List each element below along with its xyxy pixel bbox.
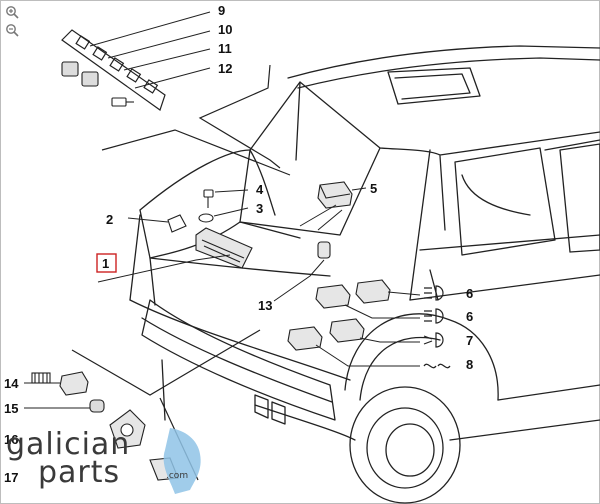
part-screw (111, 97, 134, 107)
lamp-symbols (423, 285, 451, 369)
svg-text:1: 1 (102, 256, 109, 271)
part-15-grommet (89, 399, 105, 413)
callout-11: 11 (218, 41, 232, 56)
svg-text:2: 2 (106, 212, 113, 227)
fuse-strip (61, 29, 166, 111)
callout-17: 17 (4, 470, 18, 485)
svg-text:6: 6 (466, 309, 473, 324)
part-fuse-small (61, 61, 99, 87)
van-body (129, 45, 600, 441)
svg-text:17: 17 (4, 470, 18, 485)
watermark-map-shape (163, 428, 201, 494)
front-wheel (349, 386, 461, 504)
callout-5: 5 (370, 181, 377, 196)
part-4-bolt (203, 189, 214, 208)
svg-text:16: 16 (4, 432, 18, 447)
part-13-sensor (317, 241, 331, 259)
leader-lines (24, 11, 421, 409)
callout-2: 2 (106, 212, 113, 227)
callout-14: 14 (4, 376, 19, 391)
svg-text:11: 11 (218, 41, 232, 56)
callout-12: 12 (218, 61, 232, 76)
svg-text:4: 4 (256, 182, 264, 197)
callout-16: 16 (4, 432, 18, 447)
svg-text:14: 14 (4, 376, 19, 391)
relays-6-7-8 (287, 279, 391, 351)
svg-text:12: 12 (218, 61, 232, 76)
svg-text:9: 9 (218, 3, 225, 18)
part-1-relay-board (195, 227, 253, 269)
callout-1-highlighted[interactable]: 1 (96, 253, 117, 273)
callout-6a: 6 (466, 286, 473, 301)
svg-text:15: 15 (4, 401, 18, 416)
part-5-relay (317, 181, 353, 209)
svg-text:3: 3 (256, 201, 263, 216)
watermark-suffix: .com (166, 471, 188, 481)
zoom-out-button[interactable] (4, 22, 20, 38)
zoom-in-icon (6, 6, 19, 19)
highlight-box (96, 253, 117, 273)
part-16-bracket (109, 409, 146, 449)
svg-text:7: 7 (466, 333, 473, 348)
callout-6b: 6 (466, 309, 473, 324)
svg-text:6: 6 (466, 286, 473, 301)
zoom-in-button[interactable] (4, 4, 20, 20)
part-14-relay (31, 371, 89, 396)
callout-8: 8 (466, 357, 473, 372)
callout-4: 4 (256, 182, 264, 197)
svg-text:8: 8 (466, 357, 473, 372)
svg-text:13: 13 (258, 298, 272, 313)
svg-text:5: 5 (370, 181, 377, 196)
callout-9: 9 (218, 3, 225, 18)
watermark-line2: parts (38, 455, 120, 490)
callout-10: 10 (218, 22, 232, 37)
zoom-out-icon (6, 24, 19, 37)
part-2-clip (167, 214, 187, 233)
part-3-washer (198, 213, 214, 223)
callout-3: 3 (256, 201, 263, 216)
callout-7: 7 (466, 333, 473, 348)
brand-watermark-logo: galician parts .com (6, 427, 201, 494)
callout-15: 15 (4, 401, 18, 416)
watermark-line1: galician (6, 427, 130, 462)
svg-text:10: 10 (218, 22, 232, 37)
callout-13: 13 (258, 298, 272, 313)
